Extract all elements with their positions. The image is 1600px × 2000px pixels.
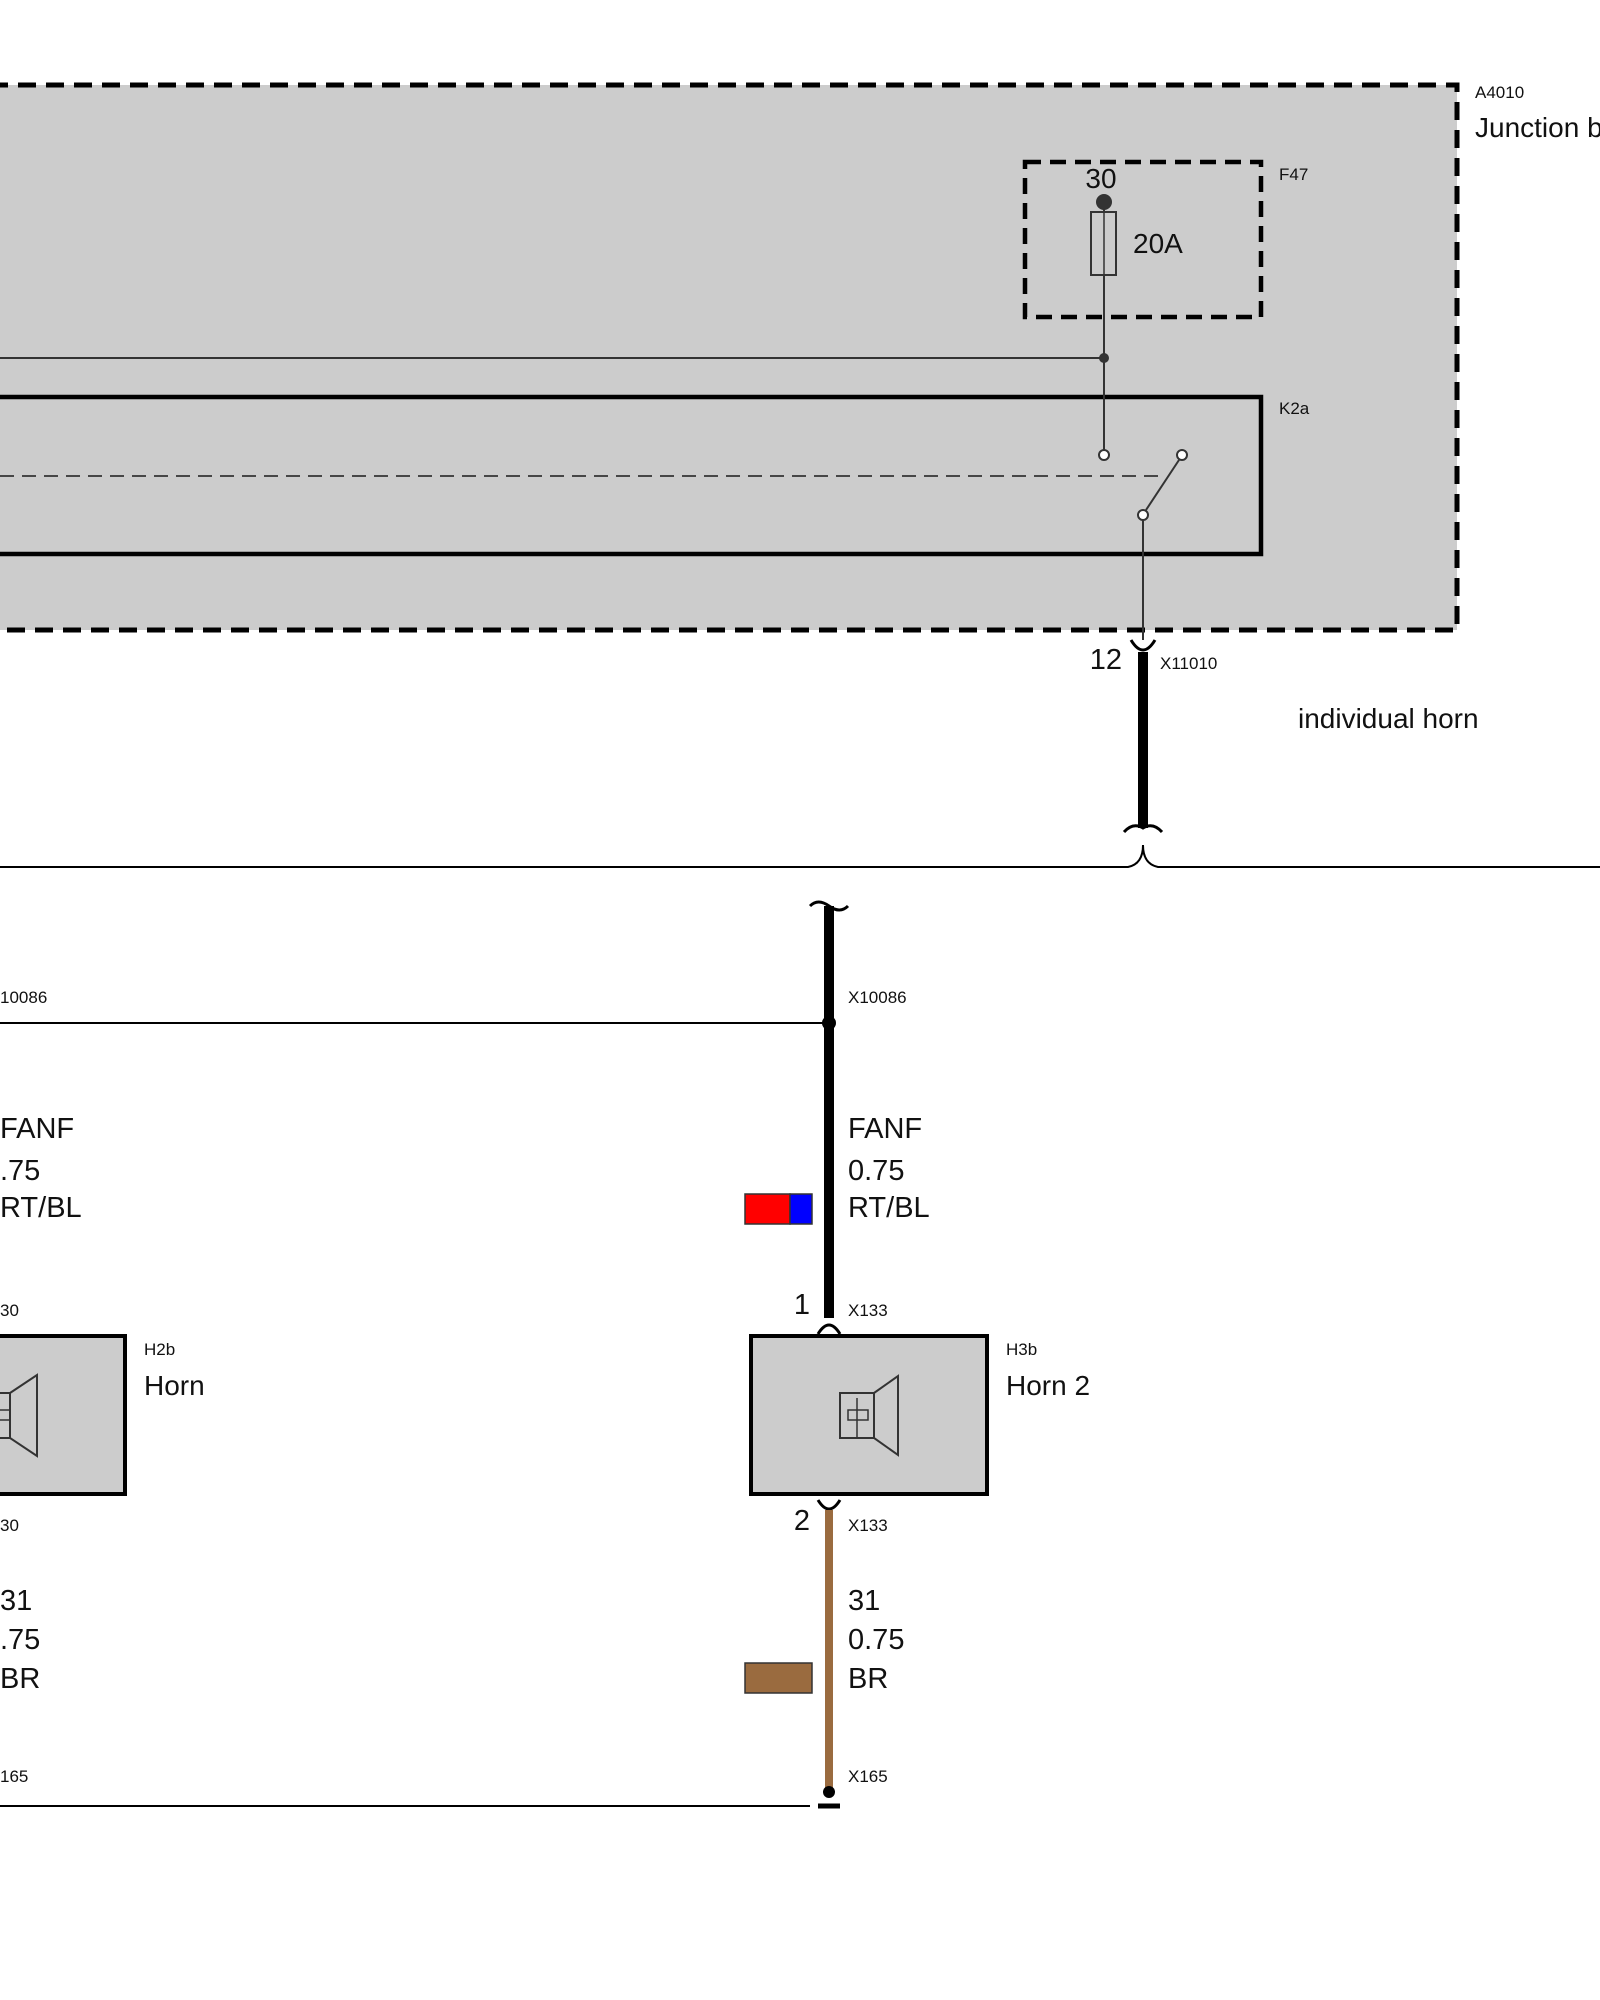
left-wire-signal: FANF	[0, 1113, 74, 1145]
fuse-rating: 20A	[1133, 228, 1183, 259]
relay-contact-open	[1176, 449, 1188, 461]
horn2-wire-swatch-red	[744, 1193, 791, 1225]
horn1-module	[0, 1334, 127, 1496]
horn2-connector-out-symbol	[816, 1499, 842, 1511]
horn2-name: Horn 2	[1006, 1370, 1090, 1401]
horn2-connector-in-symbol	[816, 1323, 842, 1335]
fuse-terminal: 30	[1085, 163, 1116, 194]
horn2-ground-connector: X165	[848, 1767, 888, 1786]
horn2-speaker-icon	[839, 1374, 899, 1457]
annotation-individual-horn: individual horn	[1298, 703, 1479, 734]
left-wire-color: RT/BL	[0, 1192, 82, 1224]
left-ground-size: .75	[0, 1624, 40, 1656]
junction-box-ref: A4010	[1475, 83, 1524, 102]
left-conn-bottom: 30	[0, 1516, 19, 1535]
connector-x11010-ref: X11010	[1160, 654, 1217, 673]
connector-x11010-pin: 12	[1090, 644, 1122, 676]
horn2-wire-swatch-blue	[789, 1193, 813, 1225]
horn2-ground-color: BR	[848, 1663, 888, 1695]
horn1-ref: H2b	[144, 1340, 175, 1359]
horn2-pin-out: 2	[794, 1505, 810, 1537]
horn2-ground-swatch	[744, 1662, 813, 1694]
junction-box-name: Junction b	[1475, 112, 1600, 143]
horn2-ground-dot	[823, 1786, 835, 1798]
horn2-module	[749, 1334, 989, 1496]
horn2-ground-signal: 31	[848, 1585, 880, 1617]
relay-contact-fixed	[1098, 449, 1110, 461]
left-conn-top: 30	[0, 1301, 19, 1320]
left-ground-color: BR	[0, 1663, 40, 1695]
horn2-wire-size: 0.75	[848, 1155, 904, 1187]
section-divider	[0, 844, 1600, 868]
horn2-wire-color: RT/BL	[848, 1192, 930, 1224]
horn1-name: Horn	[144, 1370, 205, 1401]
left-ground-connector: 165	[0, 1767, 28, 1786]
left-top-connector-ref: 10086	[0, 988, 47, 1007]
relay-box	[0, 394, 1264, 557]
horn2-pin-in-connector: X133	[848, 1301, 888, 1320]
horn2-wire-signal: FANF	[848, 1113, 922, 1145]
fuse-box	[1022, 159, 1264, 320]
horn2-splice-dot	[822, 1016, 836, 1030]
connector-x11010-symbol	[1129, 639, 1157, 652]
horn2-ref: H3b	[1006, 1340, 1037, 1359]
horn2-ground-size: 0.75	[848, 1624, 904, 1656]
horn2-pin-out-connector: X133	[848, 1516, 888, 1535]
left-ground-signal: 31	[0, 1585, 32, 1617]
horn2-top-connector-ref: X10086	[848, 988, 907, 1007]
wire-break-symbol	[1122, 824, 1164, 834]
fuse-ref: F47	[1279, 165, 1308, 184]
relay-ref: K2a	[1279, 399, 1310, 418]
relay-contact-pivot	[1137, 509, 1149, 521]
relay-switch-arm	[1145, 459, 1180, 511]
left-wire-size: .75	[0, 1155, 40, 1187]
horn1-speaker-icon	[0, 1373, 38, 1458]
horn2-pin-in: 1	[794, 1289, 810, 1321]
